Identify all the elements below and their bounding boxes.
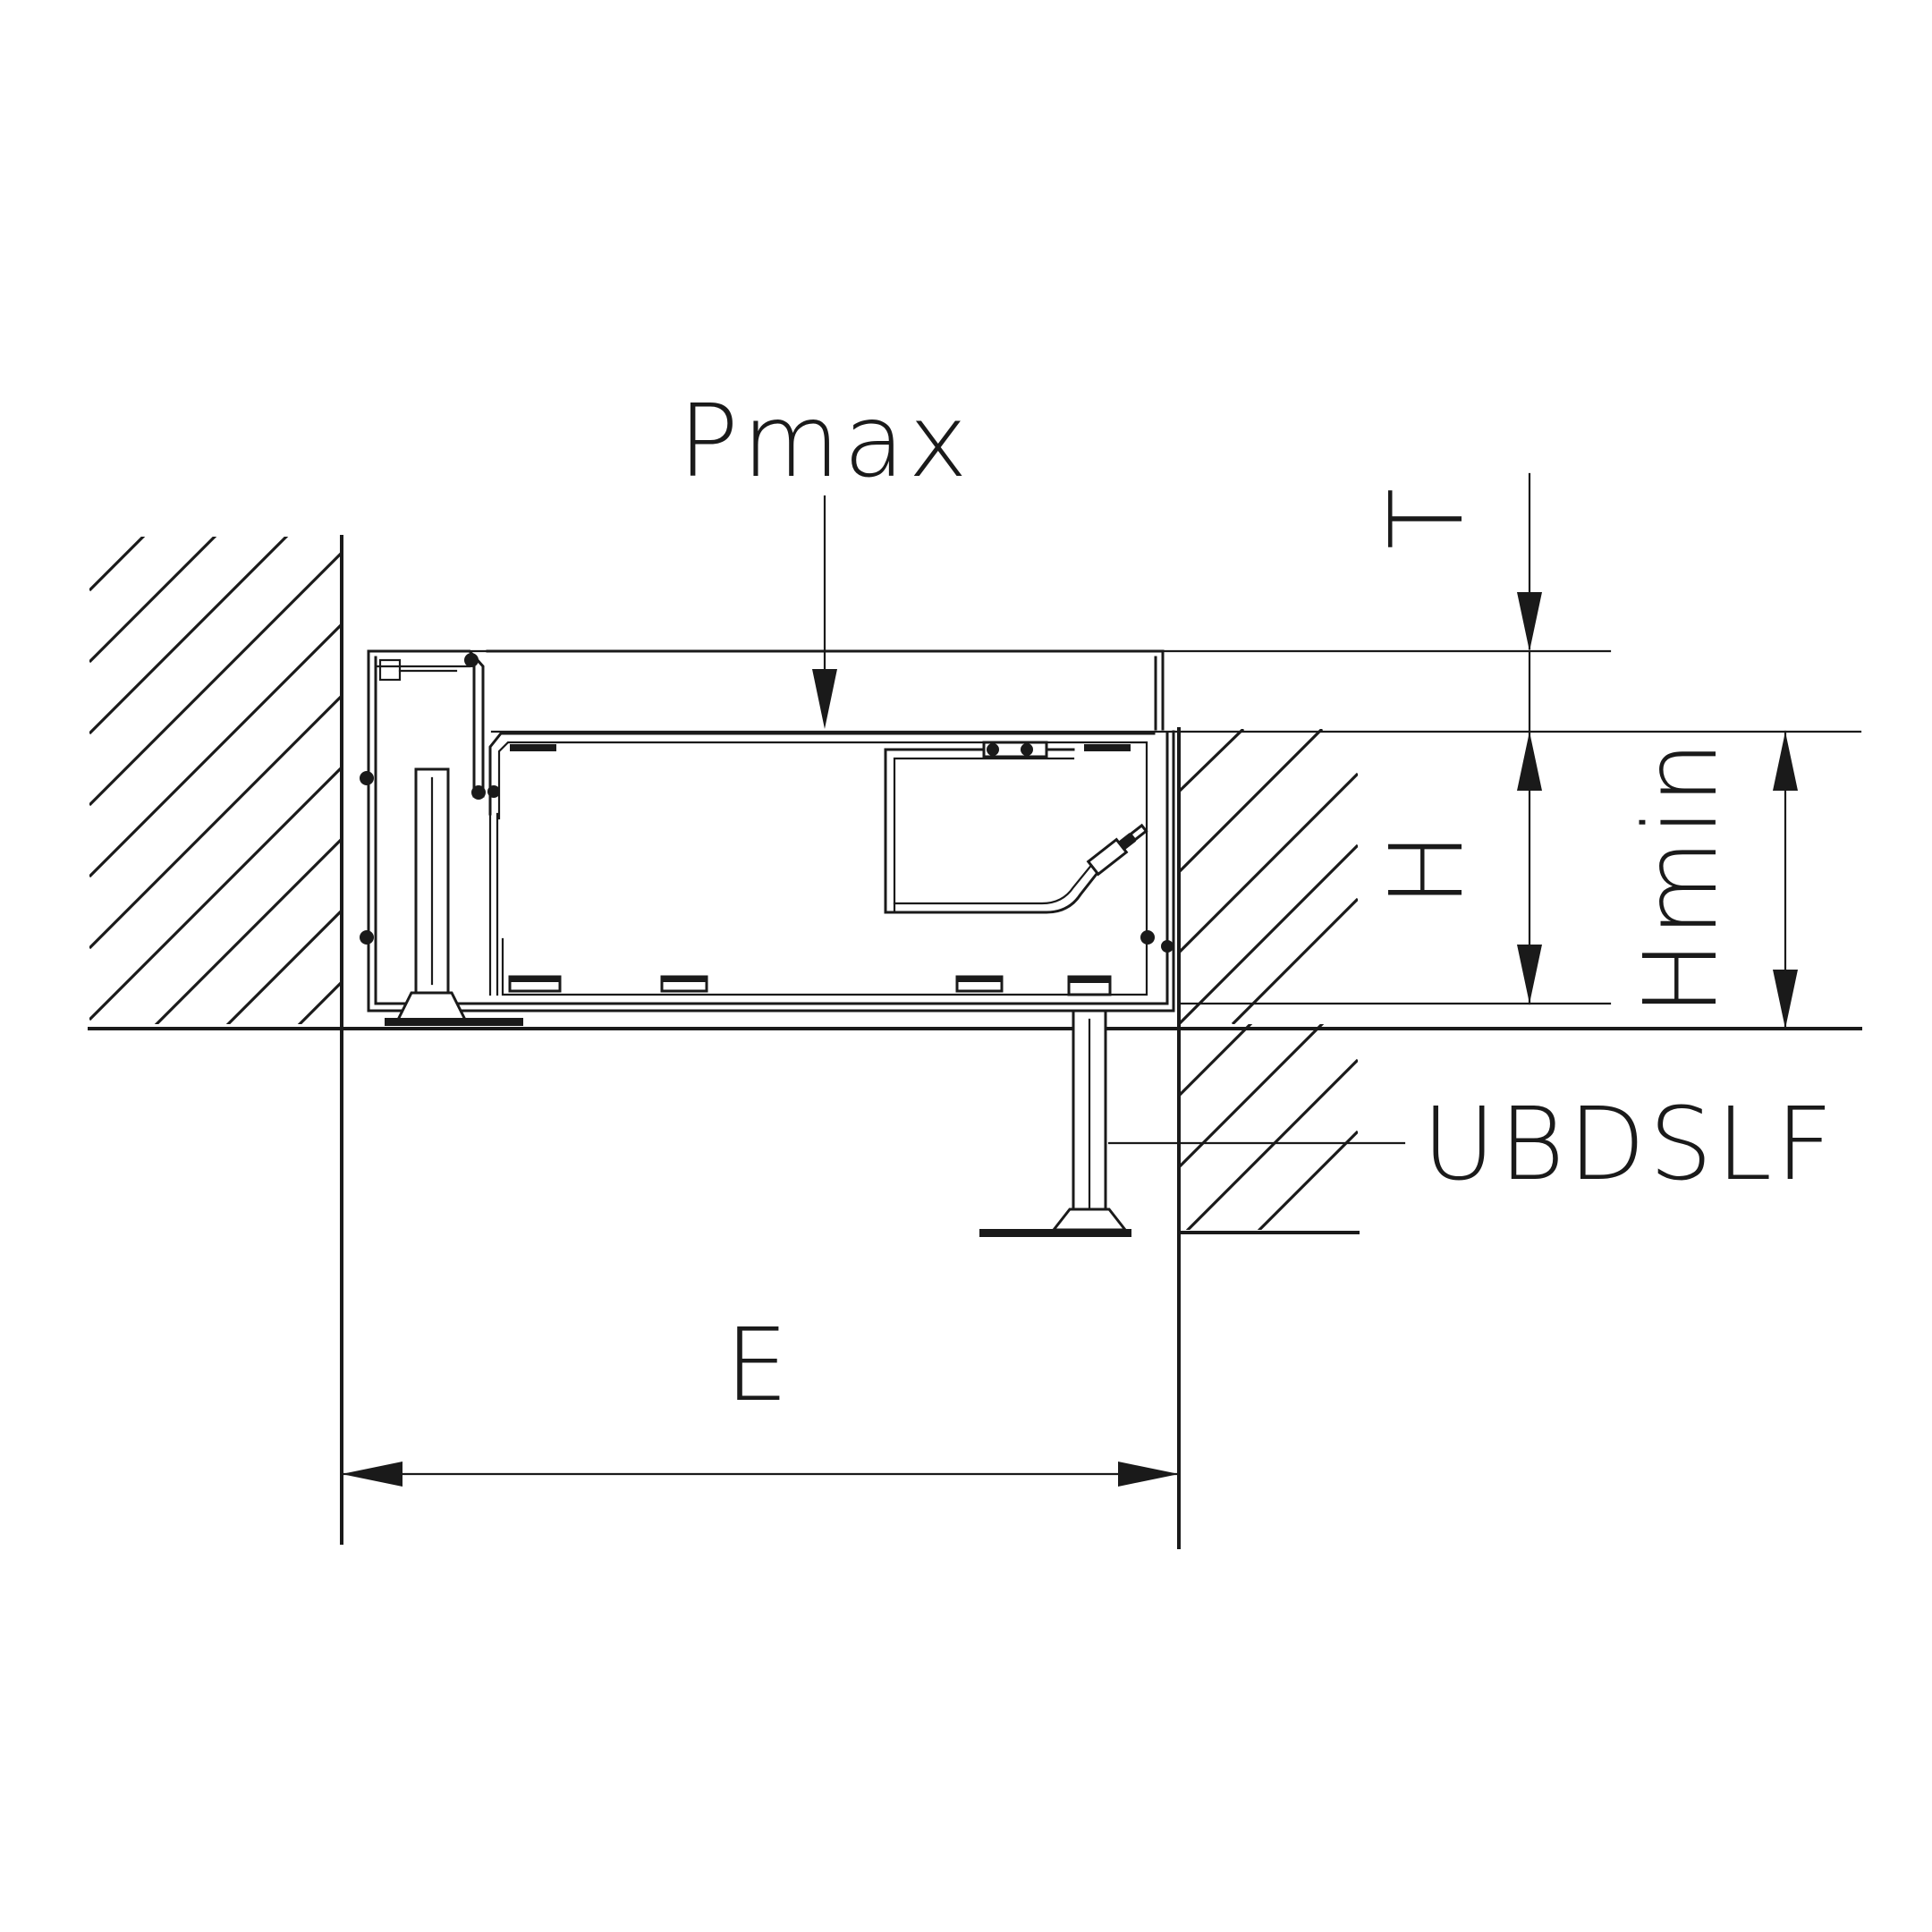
e-dimension — [340, 1462, 1181, 1487]
right-subfloor-hatch — [1179, 1024, 1358, 1230]
hmin-label: Hmin — [1623, 737, 1740, 1015]
pmax-label: Pmax — [678, 384, 971, 500]
h-label: H — [1369, 828, 1486, 907]
ubdslf-levelling-foot — [979, 975, 1406, 1237]
e-label: E — [725, 1308, 792, 1424]
pmax-pointer — [812, 495, 837, 729]
left-levelling-foot — [385, 767, 523, 1026]
t-label: T — [1369, 485, 1486, 549]
floor-box — [360, 649, 1175, 1013]
right-slab-hatch — [1179, 729, 1358, 1024]
ubdslf-label: UBDSLF — [1422, 1087, 1836, 1203]
h-dimension — [1517, 730, 1542, 1005]
t-dimension — [1517, 472, 1542, 733]
hmin-dimension — [1773, 730, 1798, 1030]
